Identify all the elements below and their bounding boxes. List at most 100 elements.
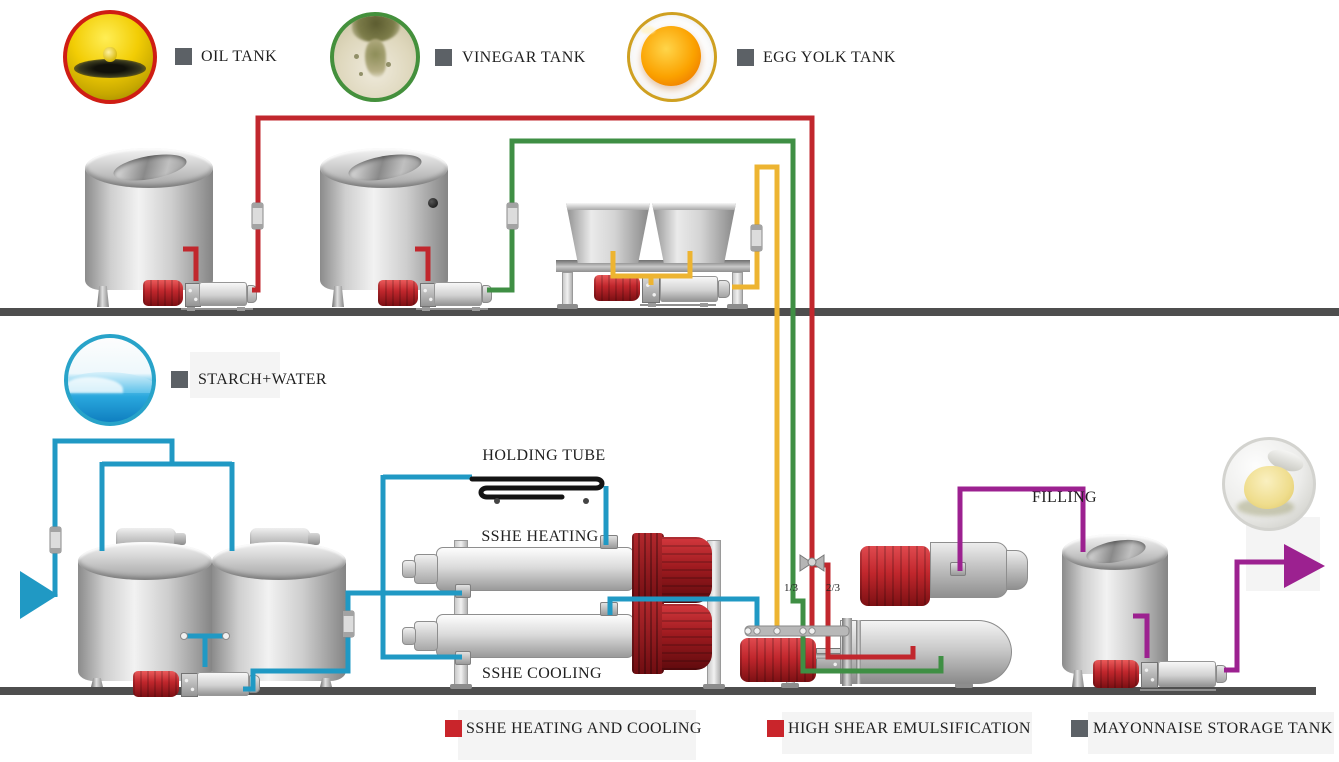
legend2-bg bbox=[782, 712, 1032, 754]
tank-body bbox=[78, 560, 212, 681]
emulsifier-flange bbox=[842, 618, 852, 686]
emulsifier-frame-foot bbox=[781, 683, 799, 688]
egg-yolk-hopper bbox=[566, 203, 650, 263]
sight-glass-band bbox=[343, 632, 354, 637]
sight-glass-band bbox=[252, 224, 263, 229]
valve-split-right-label: 2/3 bbox=[826, 582, 841, 594]
pump-to-heating-run bbox=[243, 590, 462, 692]
egg-yolk-hopper bbox=[652, 203, 736, 263]
egg-yolk-graphic bbox=[640, 25, 702, 87]
oil-droplet-graphic bbox=[103, 46, 117, 63]
pump-cap bbox=[482, 285, 492, 303]
marker-square bbox=[767, 720, 784, 737]
mayonnaise-pipe-group bbox=[957, 486, 1325, 673]
sight-glass-band bbox=[343, 611, 354, 616]
valve-ball bbox=[807, 557, 817, 567]
marker-square bbox=[1071, 720, 1088, 737]
sshe-heating-motor bbox=[662, 537, 712, 603]
egg-yolk-icon bbox=[627, 12, 717, 102]
vinegar-label-marker bbox=[435, 49, 452, 66]
legend-emulsification-marker bbox=[767, 720, 784, 737]
marker-square bbox=[737, 49, 754, 66]
hopper-frame-rail bbox=[556, 260, 750, 272]
holding-tube-graphic bbox=[469, 476, 605, 504]
tank-body bbox=[212, 560, 346, 681]
legend-storage-label: MAYONNAISE STORAGE TANK bbox=[1093, 720, 1333, 737]
valve-split-left-label: 1/3 bbox=[784, 582, 799, 594]
pump-foot bbox=[700, 303, 708, 307]
cooling-to-manifold-run bbox=[607, 596, 760, 627]
pump-barrel bbox=[197, 672, 249, 696]
pump-motor bbox=[378, 280, 418, 306]
sight-glasses bbox=[49, 202, 763, 640]
vinegar-stream-graphic bbox=[365, 38, 387, 77]
legend-sshe-label: SSHE HEATING AND COOLING bbox=[466, 720, 702, 737]
connector-cap bbox=[180, 632, 188, 640]
sight-glass-band bbox=[751, 246, 762, 251]
inlet-manifold bbox=[744, 625, 850, 637]
sight-glass-band bbox=[50, 548, 61, 553]
hopper-rim bbox=[566, 203, 650, 210]
oil-storage-tank bbox=[85, 148, 213, 308]
pump-motor bbox=[143, 280, 183, 306]
emulsifier-top-motor bbox=[860, 546, 930, 606]
pump-foot bbox=[472, 307, 480, 311]
egg-yolk-highlight bbox=[640, 25, 656, 34]
manifold-port bbox=[808, 627, 816, 635]
oil-label-marker bbox=[175, 48, 192, 65]
storage-outlet-elbow bbox=[1133, 613, 1150, 658]
marker-square bbox=[435, 49, 452, 66]
sshe-frame-foot bbox=[703, 684, 725, 689]
upper-floor-line bbox=[0, 308, 1339, 316]
pump-stand bbox=[181, 308, 253, 310]
mayonnaise-icon bbox=[1222, 437, 1316, 531]
starch-mixing-tank-1 bbox=[78, 528, 212, 690]
sshe-heating-gearbox bbox=[632, 533, 664, 607]
sshe-cooling-label: SSHE COOLING bbox=[482, 665, 602, 682]
sight-glass-band bbox=[751, 225, 762, 230]
tank-level-knob bbox=[428, 198, 438, 208]
egg-yolk-tank-label: EGG YOLK TANK bbox=[763, 49, 896, 66]
vinegar-bubble bbox=[386, 61, 392, 67]
mayonnaise-outlet-arrow bbox=[1284, 544, 1325, 588]
holding-tube-pin bbox=[583, 498, 589, 504]
emulsifier-to-storage-run bbox=[957, 486, 1086, 571]
pump-stand bbox=[416, 308, 488, 310]
hopper-rim bbox=[652, 203, 736, 210]
vinegar-pipe-group bbox=[487, 138, 944, 674]
holding-tube-label: HOLDING TUBE bbox=[482, 447, 606, 464]
agitator-cap bbox=[308, 533, 320, 545]
vinegar-bubble bbox=[353, 53, 360, 60]
vinegar-pipe-bottom-run bbox=[800, 634, 944, 674]
water-foam-graphic bbox=[68, 377, 124, 393]
marker-square bbox=[171, 371, 188, 388]
sight-glass-band bbox=[252, 203, 263, 208]
vinegar-icon bbox=[330, 12, 420, 102]
pump-foot bbox=[187, 307, 195, 311]
pump-motor bbox=[133, 671, 179, 697]
pump-barrel bbox=[199, 282, 247, 306]
vinegar-tank-pump bbox=[378, 277, 496, 311]
manifold-port bbox=[753, 627, 761, 635]
hopper-frame-foot bbox=[557, 304, 578, 309]
legend3-bg bbox=[1088, 712, 1334, 754]
pump-barrel bbox=[660, 276, 718, 302]
oil-tank-label: OIL TANK bbox=[201, 48, 278, 65]
sshe-heating-nose bbox=[402, 560, 416, 578]
legend-emulsification-label: HIGH SHEAR EMULSIFICATION bbox=[788, 720, 1031, 737]
oil-ripple-graphic bbox=[73, 58, 147, 78]
sight-glass-band bbox=[50, 527, 61, 532]
egg-label-marker bbox=[737, 49, 754, 66]
holding-to-cooling-run bbox=[380, 475, 462, 660]
emulsifier-coupling-cylinder bbox=[930, 542, 1008, 598]
sshe-heating-cylinder bbox=[436, 547, 634, 591]
storage-tank-pump bbox=[1090, 652, 1230, 692]
valve-body-left bbox=[799, 554, 813, 572]
starch-water-label: STARCH+WATER bbox=[198, 371, 327, 388]
water-supply-riser bbox=[52, 438, 175, 597]
storage-pump-discharge bbox=[1224, 559, 1286, 673]
pump-stand bbox=[1140, 689, 1216, 691]
marker-square bbox=[445, 720, 462, 737]
